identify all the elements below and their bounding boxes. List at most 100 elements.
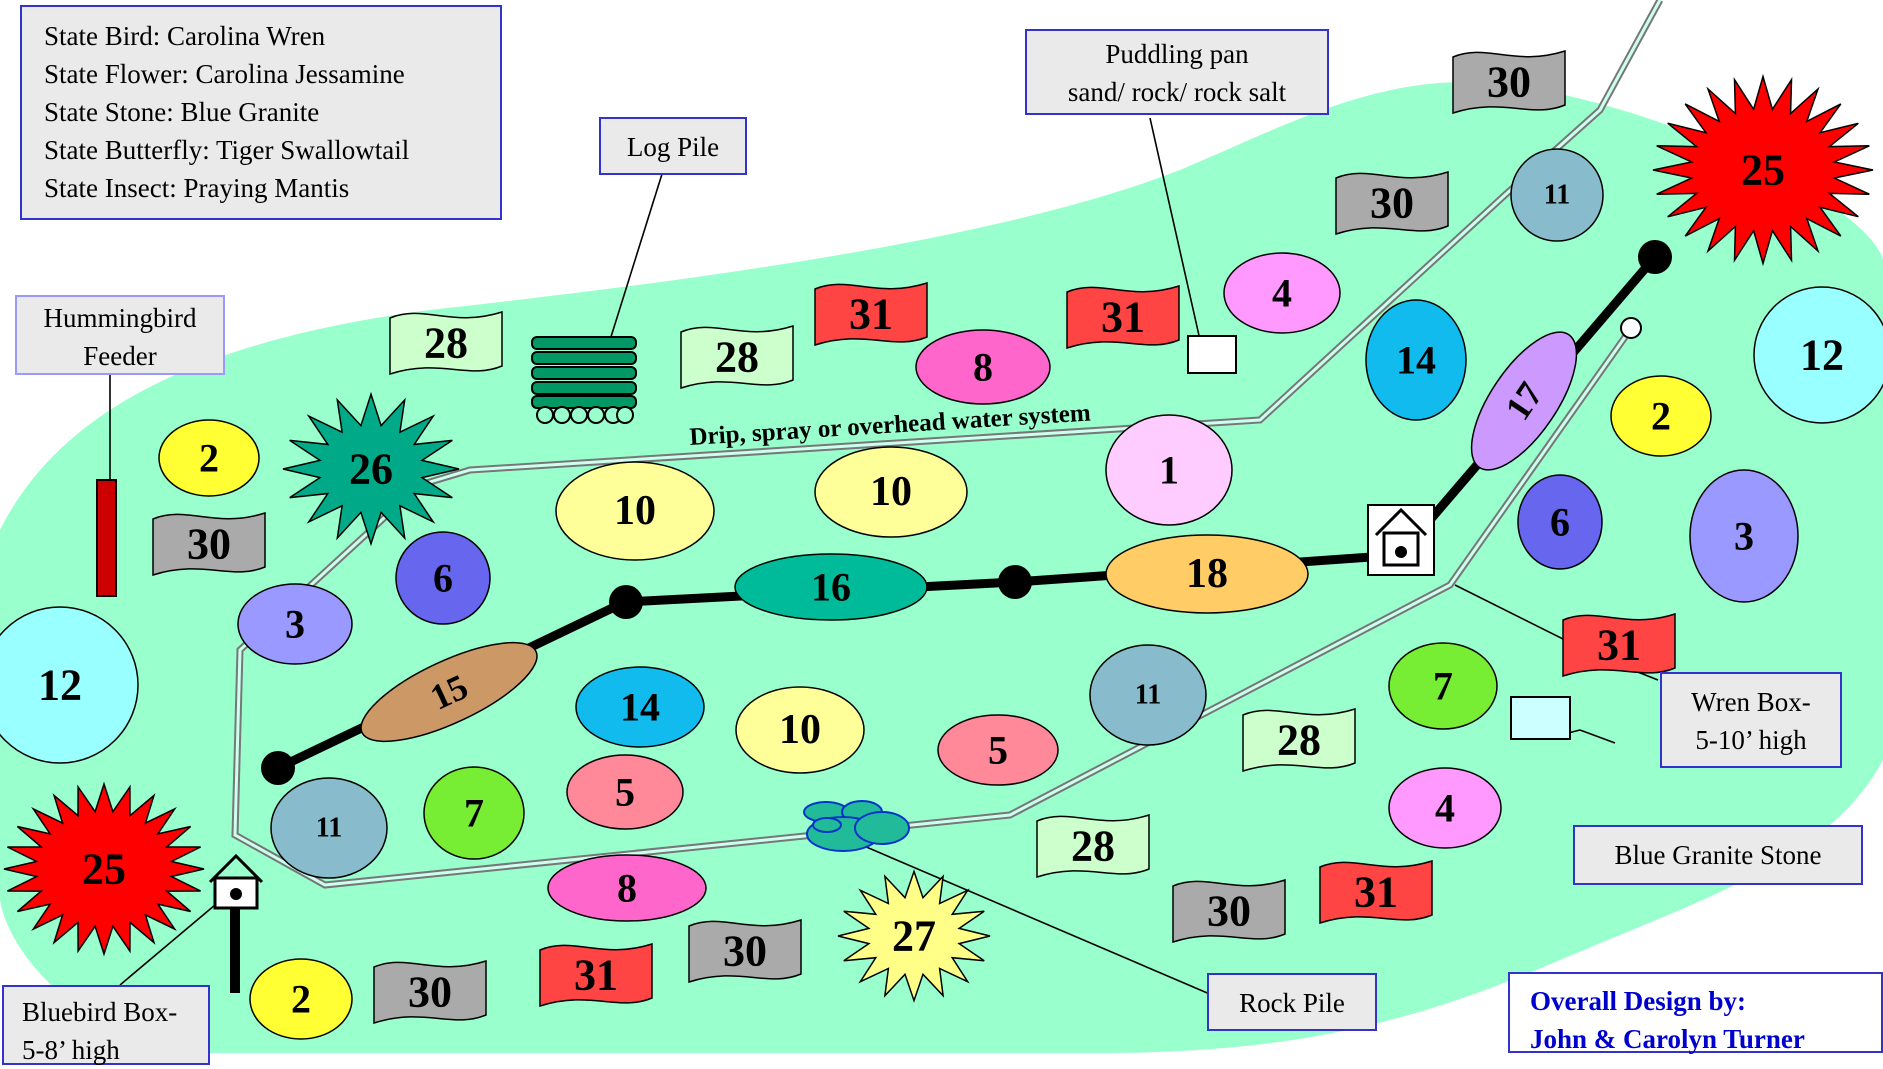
plant-number: 12 (38, 661, 82, 710)
log-pile-icon (531, 336, 637, 424)
plant-number: 4 (1435, 786, 1455, 831)
plant-group-12-ellipse: 12 (1753, 286, 1883, 424)
plant-group-31-flag: 31 (1066, 284, 1180, 350)
plant-group-31-flag: 31 (1319, 859, 1433, 925)
plant-group-4-ellipse: 4 (1223, 252, 1341, 334)
plant-group-30-flag: 30 (688, 918, 802, 984)
path-node (1638, 240, 1672, 274)
state-insect: State Insect: Praying Mantis (44, 173, 350, 203)
plant-number: 5 (988, 728, 1008, 773)
path-node (261, 751, 295, 785)
plant-number: 16 (811, 565, 851, 610)
plant-number: 14 (1396, 338, 1436, 383)
wren-box-icon (1367, 504, 1435, 576)
state-facts-box: State Bird: Carolina Wren State Flower: … (20, 5, 502, 220)
plant-group-31-flag: 31 (1562, 612, 1676, 678)
credit-line-2: John & Carolyn Turner (1530, 1024, 1805, 1054)
credit-line-1: Overall Design by: (1530, 986, 1746, 1016)
plant-number: 8 (973, 345, 993, 390)
plant-number: 26 (349, 445, 393, 494)
plant-group-8-ellipse: 8 (547, 854, 707, 922)
plant-group-7-ellipse: 7 (423, 766, 525, 860)
plant-number: 30 (723, 927, 767, 976)
plant-group-30-flag: 30 (1452, 49, 1566, 115)
plant-number: 25 (82, 845, 126, 894)
state-bird: State Bird: Carolina Wren (44, 21, 326, 51)
plant-number: 12 (1800, 331, 1844, 380)
plant-number: 28 (1277, 716, 1321, 765)
plant-group-17-ellipse: 17 (1470, 331, 1578, 471)
plant-group-2-ellipse: 2 (158, 419, 260, 497)
plant-number: 31 (574, 951, 618, 1000)
plant-number: 14 (620, 685, 660, 730)
plant-group-31-flag: 31 (814, 281, 928, 347)
plant-number: 30 (408, 968, 452, 1017)
plant-group-5-ellipse: 5 (566, 754, 684, 830)
plant-group-28-flag: 28 (1242, 707, 1356, 773)
plant-number: 10 (614, 488, 656, 534)
plant-number: 10 (779, 707, 821, 753)
plant-group-25-burst: 25 (1652, 73, 1874, 267)
plant-group-28-flag: 28 (389, 310, 503, 376)
plant-group-6-ellipse: 6 (395, 531, 491, 625)
bluebird-box-post (230, 905, 240, 993)
plant-group-11-ellipse: 11 (270, 777, 388, 879)
plant-group-30-flag: 30 (152, 511, 266, 577)
plant-group-28-flag: 28 (680, 324, 794, 390)
plant-number: 2 (291, 977, 311, 1022)
plant-number: 6 (433, 556, 453, 601)
bluebird-box-label: Bluebird Box- 5-8’ high (2, 985, 210, 1065)
plant-number: 7 (1433, 664, 1453, 709)
puddling-pan (1187, 335, 1237, 374)
plant-group-31-flag: 31 (539, 942, 653, 1008)
plant-group-8-ellipse: 8 (915, 329, 1051, 405)
plant-number: 1 (1159, 448, 1179, 493)
plant-group-27-burst: 27 (837, 869, 991, 1003)
hummingbird-feeder-post (96, 479, 117, 597)
plant-number: 31 (1354, 868, 1398, 917)
plant-group-10-ellipse: 10 (814, 446, 968, 538)
state-stone: State Stone: Blue Granite (44, 97, 320, 127)
puddling-pan-label: Puddling pan sand/ rock/ rock salt (1025, 29, 1329, 115)
bluebird-box-icon (208, 853, 264, 910)
plant-group-14-ellipse: 14 (1365, 299, 1467, 421)
plant-group-12-ellipse: 12 (0, 606, 139, 764)
plant-number: 30 (187, 520, 231, 569)
plant-group-3-ellipse: 3 (1689, 469, 1799, 603)
plant-group-11-ellipse: 11 (1089, 644, 1207, 746)
plant-number: 31 (1101, 293, 1145, 342)
plant-group-2-ellipse: 2 (249, 958, 353, 1040)
plant-group-10-ellipse: 10 (735, 686, 865, 774)
plant-group-11-ellipse: 11 (1510, 148, 1604, 242)
plant-group-15-ellipse: 15 (360, 641, 538, 743)
plant-number: 11 (316, 813, 342, 844)
plant-number: 2 (1651, 394, 1671, 439)
plant-group-30-flag: 30 (1172, 878, 1286, 944)
plant-group-28-flag: 28 (1036, 813, 1150, 879)
plant-group-26-burst: 26 (282, 391, 460, 547)
plant-number: 27 (892, 912, 936, 961)
plant-number: 28 (424, 319, 468, 368)
plant-number: 18 (1186, 551, 1228, 597)
plant-group-18-ellipse: 18 (1105, 534, 1309, 614)
plant-group-30-flag: 30 (1335, 170, 1449, 236)
plant-group-3-ellipse: 3 (237, 583, 353, 665)
state-butterfly: State Butterfly: Tiger Swallowtail (44, 135, 410, 165)
hummingbird-feeder-label: Hummingbird Feeder (15, 295, 225, 375)
path-node (609, 585, 643, 619)
rock-pile-label: Rock Pile (1207, 973, 1377, 1031)
plant-number: 5 (615, 770, 635, 815)
plant-number: 2 (199, 436, 219, 481)
plant-group-7-ellipse: 7 (1388, 642, 1498, 730)
plant-number: 7 (464, 791, 484, 836)
blue-granite-stone-marker (1510, 696, 1571, 740)
plant-number: 11 (1544, 180, 1570, 211)
plant-number: 8 (617, 866, 637, 911)
plant-number: 10 (870, 469, 912, 515)
plant-number: 3 (1734, 514, 1754, 559)
wren-box-label: Wren Box- 5-10’ high (1660, 672, 1842, 768)
design-credit: Overall Design by: John & Carolyn Turner (1508, 972, 1883, 1054)
log-pile-label: Log Pile (599, 117, 747, 175)
